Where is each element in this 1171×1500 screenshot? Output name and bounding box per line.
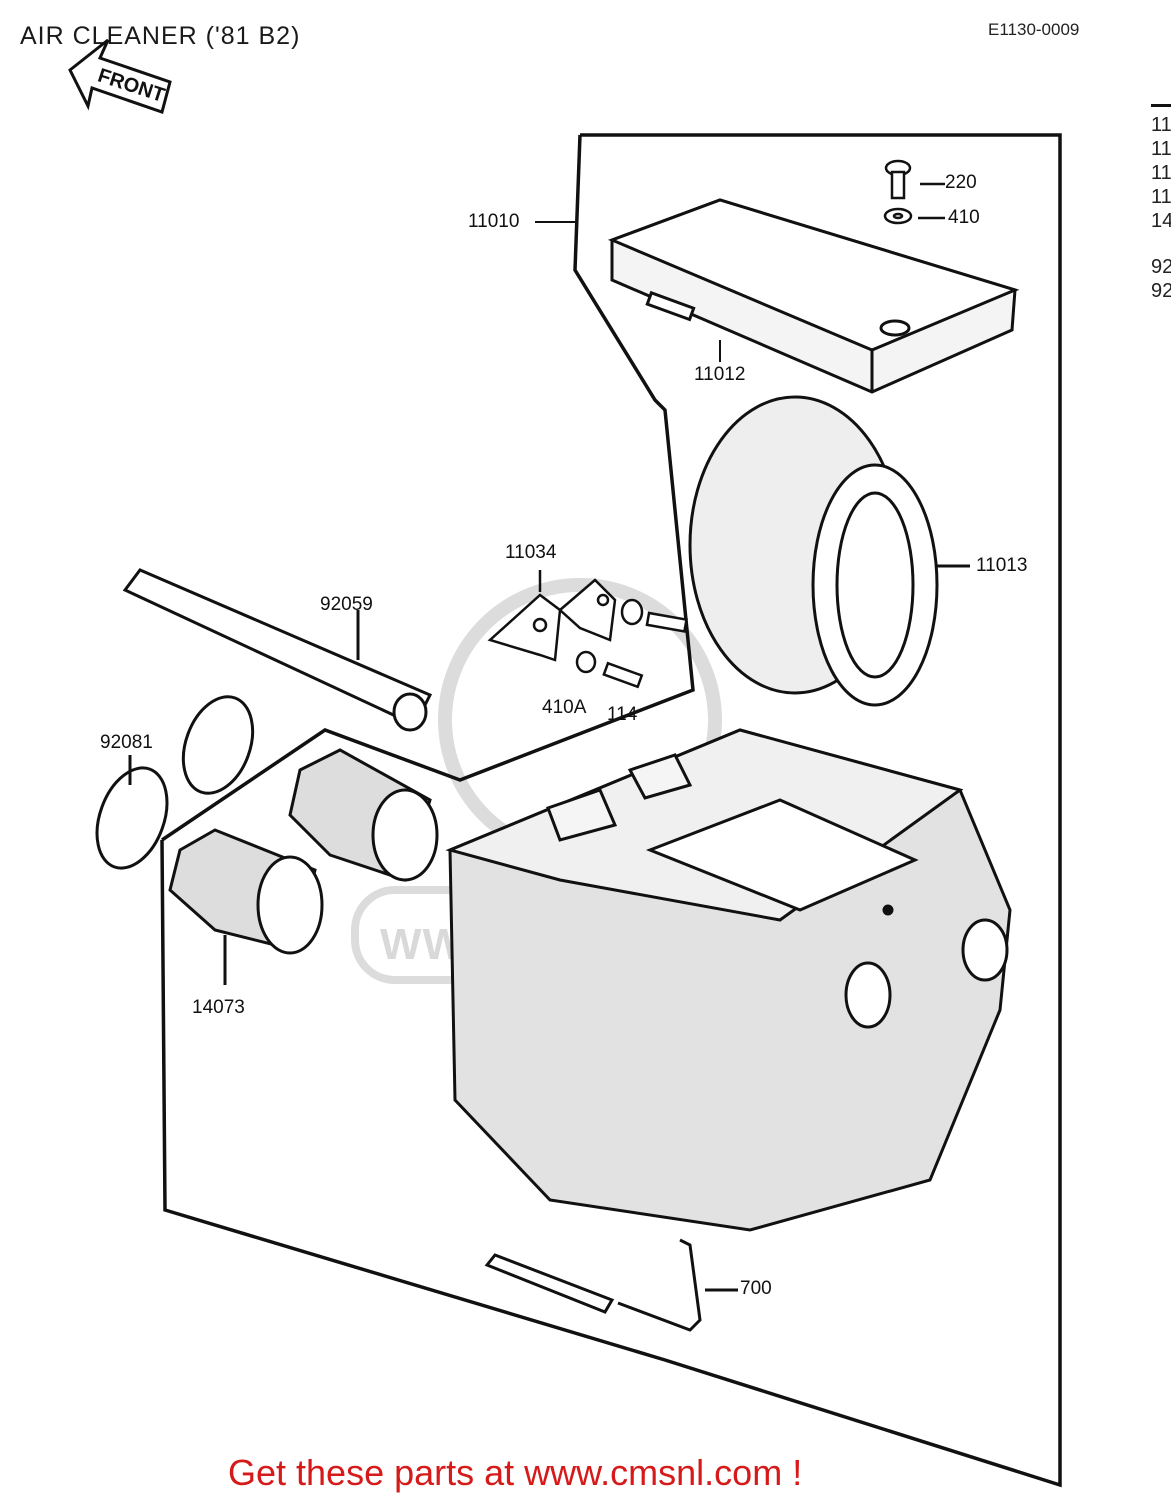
part-label-410A: 410A bbox=[542, 697, 587, 718]
parts-list-item: 11 bbox=[1151, 114, 1171, 136]
parts-list-item: 11 bbox=[1151, 138, 1171, 160]
assembly-outline bbox=[160, 133, 1062, 1488]
part-label-410: 410 bbox=[948, 207, 980, 228]
parts-list-item: 14 bbox=[1151, 210, 1171, 232]
part-label-14073: 14073 bbox=[192, 997, 245, 1018]
part-label-11013: 11013 bbox=[976, 555, 1028, 576]
diagram-title: AIR CLEANER ('81 B2) bbox=[20, 22, 301, 50]
part-label-11010: 11010 bbox=[468, 211, 520, 232]
duct-14073 bbox=[168, 748, 439, 985]
part-label-92059: 92059 bbox=[320, 594, 373, 615]
parts-list-item: 11 bbox=[1151, 186, 1171, 208]
ring-92081 bbox=[95, 695, 255, 870]
parts-list-item: 92 bbox=[1151, 256, 1171, 278]
filter-element-11013 bbox=[688, 395, 970, 707]
parts-list-item: 11 bbox=[1151, 162, 1171, 184]
buy-parts-link[interactable]: Get these parts at www.cmsnl.com ! bbox=[228, 1452, 803, 1493]
part-label-220: 220 bbox=[945, 172, 977, 193]
parts-list-bar bbox=[1151, 104, 1171, 107]
leader-lines bbox=[535, 221, 721, 362]
hose-92059 bbox=[122, 568, 433, 732]
part-label-114: 114 bbox=[607, 704, 638, 725]
part-label-92081: 92081 bbox=[100, 732, 153, 753]
front-arrow-icon: FRONT bbox=[68, 38, 172, 114]
parts-list-edge: 11 11 11 11 14 92 92 bbox=[1151, 104, 1171, 303]
part-label-11012: 11012 bbox=[694, 364, 746, 385]
part-label-700: 700 bbox=[740, 1278, 772, 1299]
diagram-code: E1130-0009 bbox=[988, 20, 1080, 39]
air-cleaner-housing bbox=[445, 728, 1012, 1232]
screw-220 bbox=[884, 159, 945, 200]
washer-410 bbox=[883, 207, 945, 225]
cover-part-11012 bbox=[607, 198, 1020, 394]
part-label-11034: 11034 bbox=[505, 542, 557, 563]
bracket-11034 bbox=[487, 570, 688, 689]
drain-tube-700 bbox=[484, 1238, 738, 1332]
parts-list-item: 92 bbox=[1151, 280, 1171, 302]
